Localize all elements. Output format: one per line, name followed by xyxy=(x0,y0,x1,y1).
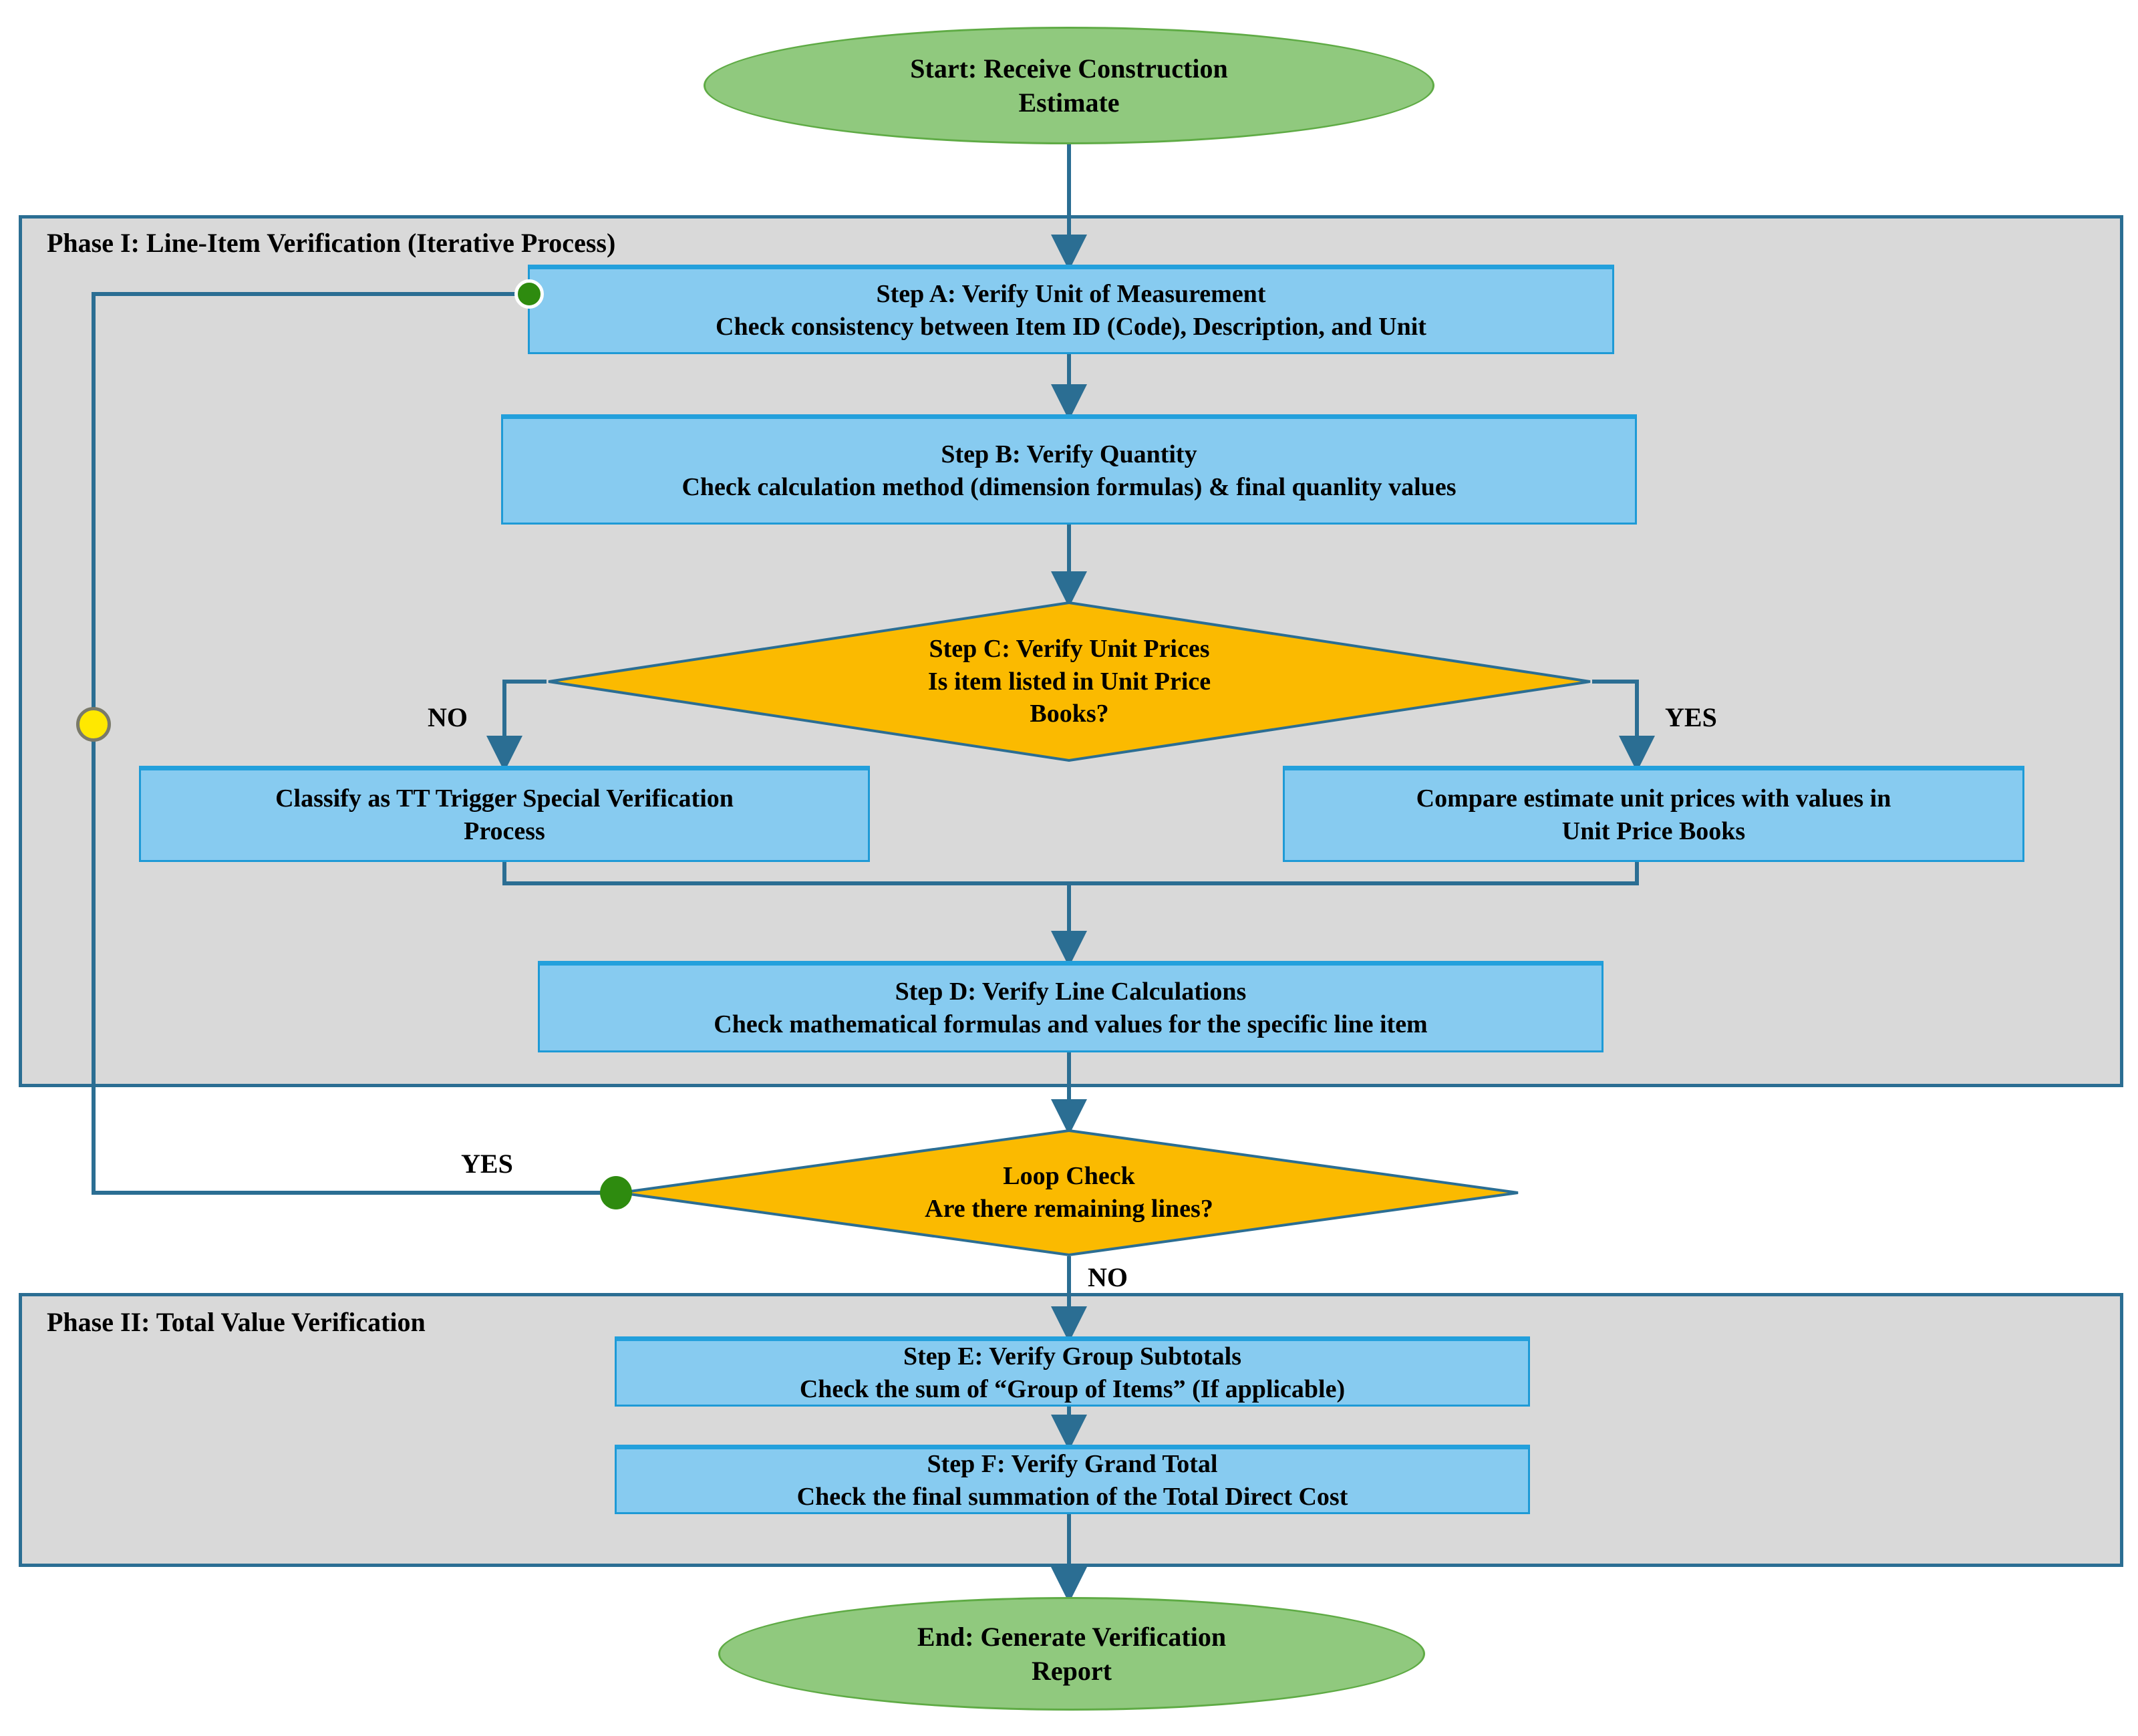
phase-2-title: Phase II: Total Value Verification xyxy=(47,1307,426,1337)
edge-label-loop-no: NO xyxy=(1088,1262,1128,1292)
node-classify-tt-line1: Classify as TT Trigger Special Verificat… xyxy=(275,784,734,813)
node-loop-check-text: Loop Check Are there remaining lines? xyxy=(754,1160,1385,1225)
node-step-e-line2: Check the sum of “Group of Items” (If ap… xyxy=(799,1375,1346,1403)
node-step-c[interactable]: Step C: Verify Unit Prices Is item liste… xyxy=(547,601,1592,762)
edge-label-step-c-no: NO xyxy=(428,702,468,732)
node-classify-tt-line2: Process xyxy=(464,817,545,845)
node-step-b-line2: Check calculation method (dimension form… xyxy=(681,472,1457,501)
node-start[interactable]: Start: Receive Construction Estimate xyxy=(704,27,1434,144)
node-step-e-line1: Step E: Verify Group Subtotals xyxy=(903,1342,1242,1370)
node-compare-prices-line1: Compare estimate unit prices with values… xyxy=(1416,784,1891,813)
node-loop-check-line2: Are there remaining lines? xyxy=(925,1195,1213,1223)
node-start-line1: Start: Receive Construction xyxy=(910,53,1228,84)
node-step-f[interactable]: Step F: Verify Grand Total Check the fin… xyxy=(615,1445,1530,1514)
node-step-d-line1: Step D: Verify Line Calculations xyxy=(895,977,1247,1006)
node-compare-prices-line2: Unit Price Books xyxy=(1561,817,1746,845)
phase-1-title: Phase I: Line-Item Verification (Iterati… xyxy=(47,228,616,258)
node-step-d[interactable]: Step D: Verify Line Calculations Check m… xyxy=(538,961,1604,1052)
node-end-line2: Report xyxy=(1032,1656,1112,1686)
node-compare-prices[interactable]: Compare estimate unit prices with values… xyxy=(1283,766,2024,862)
diamond-shape-step-c xyxy=(548,601,1591,762)
node-step-c-text: Step C: Verify Unit Prices Is item liste… xyxy=(704,633,1436,730)
node-step-b-line1: Step B: Verify Quantity xyxy=(941,440,1197,468)
edge-label-loop-yes: YES xyxy=(461,1149,513,1179)
node-step-b[interactable]: Step B: Verify Quantity Check calculatio… xyxy=(501,414,1637,525)
node-loop-check-line1: Loop Check xyxy=(1003,1162,1135,1191)
node-end-line1: End: Generate Verification xyxy=(917,1621,1227,1652)
node-loop-check[interactable]: Loop Check Are there remaining lines? xyxy=(618,1129,1520,1256)
connector-dot-loopback-yellow xyxy=(76,707,111,742)
node-start-line2: Estimate xyxy=(1018,88,1120,118)
node-step-c-line3: Books? xyxy=(1030,700,1109,728)
connector-dot-step-a-green xyxy=(514,279,544,309)
diamond-shape-loop-check xyxy=(619,1129,1519,1256)
node-end[interactable]: End: Generate Verification Report xyxy=(718,1597,1425,1711)
node-step-a-line1: Step A: Verify Unit of Measurement xyxy=(876,280,1266,309)
node-step-c-line2: Is item listed in Unit Price xyxy=(927,667,1211,696)
node-step-c-line1: Step C: Verify Unit Prices xyxy=(929,635,1210,664)
node-step-f-line2: Check the final summation of the Total D… xyxy=(796,1483,1348,1511)
node-step-e[interactable]: Step E: Verify Group Subtotals Check the… xyxy=(615,1336,1530,1407)
node-step-d-line2: Check mathematical formulas and values f… xyxy=(714,1010,1428,1038)
node-step-f-line1: Step F: Verify Grand Total xyxy=(927,1450,1218,1479)
node-step-a[interactable]: Step A: Verify Unit of Measurement Check… xyxy=(528,265,1614,354)
connector-dot-loop-check-green xyxy=(600,1176,632,1209)
node-classify-tt[interactable]: Classify as TT Trigger Special Verificat… xyxy=(139,766,870,862)
edge-label-step-c-yes: YES xyxy=(1665,702,1717,732)
node-step-a-line2: Check consistency between Item ID (Code)… xyxy=(716,313,1426,341)
